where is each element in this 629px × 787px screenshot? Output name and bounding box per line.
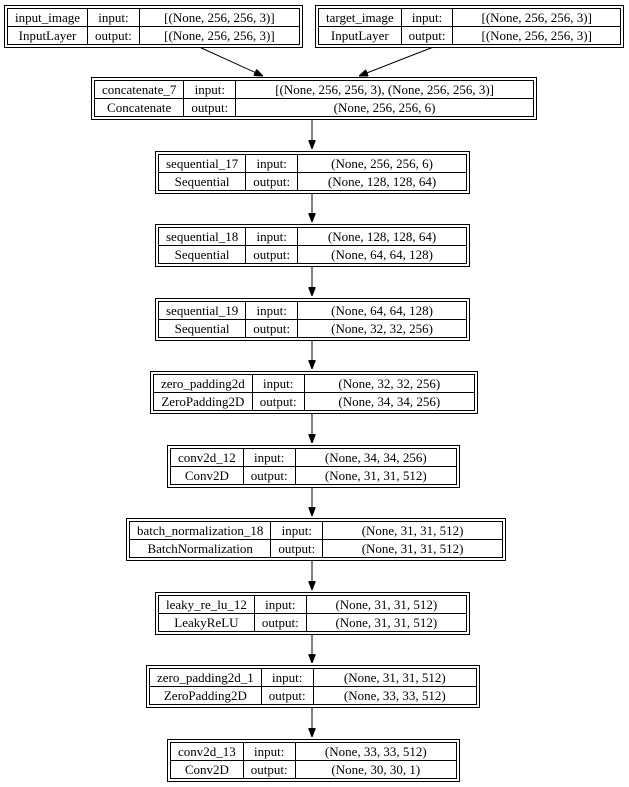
layer-type: Sequential [159,246,247,264]
node-sequential_18: sequential_18 input: (None, 128, 128, 64… [155,224,470,267]
record-table: batch_normalization_18 input: (None, 31,… [129,521,503,558]
layer-name: conv2d_13 [171,743,244,761]
node-zero_padding2d: zero_padding2d input: (None, 32, 32, 256… [150,371,478,414]
output-label: output: [246,173,299,191]
layer-type: Sequential [159,320,247,338]
layer-type: Sequential [159,173,247,191]
output-label: output: [254,614,307,632]
output-shape: (None, 256, 256, 6) [236,99,534,117]
record-table: conv2d_12 input: (None, 34, 34, 256) Con… [170,448,457,485]
output-label: output: [252,393,305,411]
record-table: target_image input: [(None, 256, 256, 3)… [318,8,621,45]
record-table: zero_padding2d input: (None, 32, 32, 256… [153,374,475,411]
output-shape: (None, 128, 128, 64) [298,173,467,191]
layer-type: ZeroPadding2D [150,687,262,705]
layer-type: LeakyReLU [159,614,255,632]
input-label: input: [261,669,314,687]
input-shape: (None, 34, 34, 256) [295,449,457,467]
layer-name: zero_padding2d_1 [150,669,262,687]
record-table: sequential_17 input: (None, 256, 256, 6)… [158,154,467,191]
node-batch_normalization_18: batch_normalization_18 input: (None, 31,… [126,518,506,561]
node-leaky_re_lu_12: leaky_re_lu_12 input: (None, 31, 31, 512… [155,592,470,635]
output-shape: [(None, 256, 256, 3)] [139,27,300,45]
layer-type: InputLayer [8,27,88,45]
output-label: output: [271,540,324,558]
input-shape: (None, 31, 31, 512) [323,522,503,540]
node-input_image: input_image input: [(None, 256, 256, 3)]… [4,5,303,48]
input-shape: (None, 31, 31, 512) [313,669,477,687]
layer-type: ZeroPadding2D [154,393,253,411]
input-shape: (None, 32, 32, 256) [304,375,475,393]
record-table: leaky_re_lu_12 input: (None, 31, 31, 512… [158,595,467,632]
input-label: input: [184,81,237,99]
input-label: input: [246,302,299,320]
input-label: input: [254,596,307,614]
output-shape: (None, 32, 32, 256) [298,320,467,338]
layer-type: Conv2D [171,761,244,779]
layer-name: input_image [8,9,88,27]
output-label: output: [243,467,296,485]
layer-name: sequential_17 [159,155,247,173]
layer-type: Conv2D [171,467,244,485]
output-shape: [(None, 256, 256, 3)] [453,27,621,45]
output-shape: (None, 31, 31, 512) [306,614,467,632]
input-label: input: [88,9,140,27]
output-label: output: [246,246,299,264]
node-concatenate_7: concatenate_7 input: [(None, 256, 256, 3… [91,77,537,120]
input-shape: (None, 128, 128, 64) [298,228,467,246]
input-label: input: [246,228,299,246]
node-sequential_19: sequential_19 input: (None, 64, 64, 128)… [155,298,470,341]
input-shape: (None, 33, 33, 512) [295,743,457,761]
edge-input_image-concatenate_7 [196,45,263,76]
record-table: input_image input: [(None, 256, 256, 3)]… [7,8,300,45]
input-shape: (None, 31, 31, 512) [306,596,467,614]
layer-name: conv2d_12 [171,449,244,467]
output-label: output: [261,687,314,705]
output-shape: (None, 31, 31, 512) [295,467,457,485]
output-shape: (None, 30, 30, 1) [295,761,457,779]
output-shape: (None, 34, 34, 256) [304,393,475,411]
input-shape: [(None, 256, 256, 3)] [453,9,621,27]
layer-name: zero_padding2d [154,375,253,393]
record-table: sequential_18 input: (None, 128, 128, 64… [158,227,467,264]
layer-type: Concatenate [95,99,185,117]
layer-name: sequential_19 [159,302,247,320]
node-sequential_17: sequential_17 input: (None, 256, 256, 6)… [155,151,470,194]
input-label: input: [243,449,296,467]
input-label: input: [252,375,305,393]
layer-name: batch_normalization_18 [130,522,272,540]
input-label: input: [243,743,296,761]
input-shape: (None, 256, 256, 6) [298,155,467,173]
output-label: output: [243,761,296,779]
output-label: output: [184,99,237,117]
layer-name: target_image [319,9,402,27]
input-shape: (None, 64, 64, 128) [298,302,467,320]
node-conv2d_12: conv2d_12 input: (None, 34, 34, 256) Con… [167,445,460,488]
layer-type: BatchNormalization [130,540,272,558]
layer-name: concatenate_7 [95,81,185,99]
node-conv2d_13: conv2d_13 input: (None, 33, 33, 512) Con… [167,739,460,782]
record-table: sequential_19 input: (None, 64, 64, 128)… [158,301,467,338]
layer-type: InputLayer [319,27,402,45]
output-shape: (None, 31, 31, 512) [323,540,503,558]
output-label: output: [88,27,140,45]
input-shape: [(None, 256, 256, 3), (None, 256, 256, 3… [236,81,534,99]
input-shape: [(None, 256, 256, 3)] [139,9,300,27]
input-label: input: [246,155,299,173]
record-table: conv2d_13 input: (None, 33, 33, 512) Con… [170,742,457,779]
record-table: concatenate_7 input: [(None, 256, 256, 3… [94,80,534,117]
output-shape: (None, 33, 33, 512) [313,687,477,705]
output-shape: (None, 64, 64, 128) [298,246,467,264]
layer-name: sequential_18 [159,228,247,246]
edge-target_image-concatenate_7 [359,45,437,76]
input-label: input: [271,522,324,540]
input-label: input: [401,9,454,27]
output-label: output: [401,27,454,45]
layer-name: leaky_re_lu_12 [159,596,255,614]
node-target_image: target_image input: [(None, 256, 256, 3)… [315,5,624,48]
node-zero_padding2d_1: zero_padding2d_1 input: (None, 31, 31, 5… [146,665,480,708]
output-label: output: [246,320,299,338]
record-table: zero_padding2d_1 input: (None, 31, 31, 5… [149,668,477,705]
